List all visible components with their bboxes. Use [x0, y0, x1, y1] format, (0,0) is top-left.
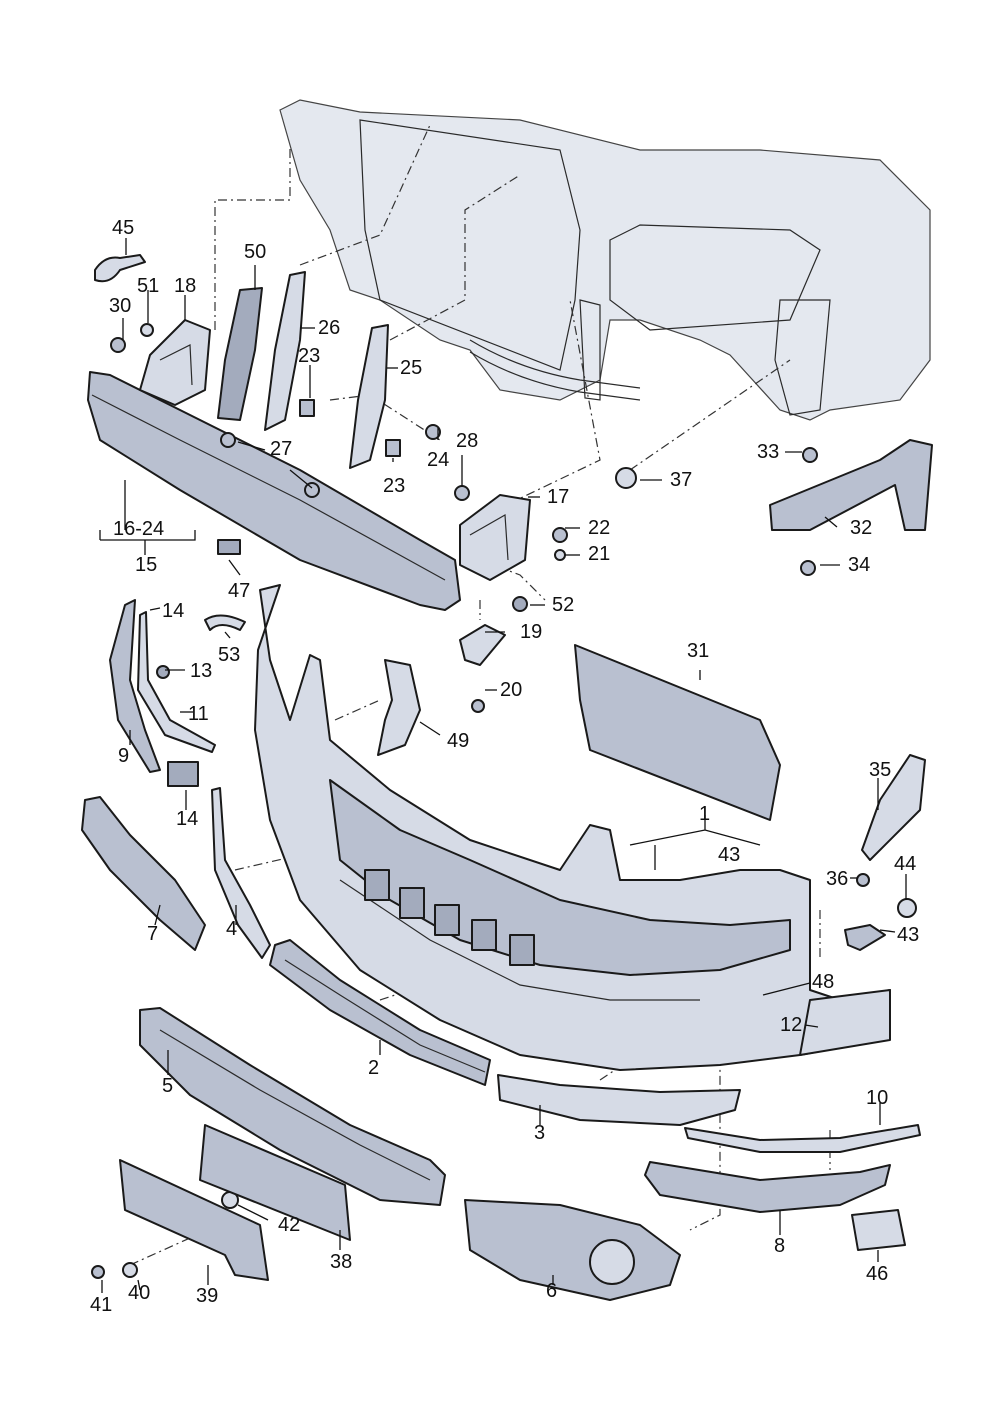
- label-7: 7: [147, 923, 158, 945]
- label-13: 13: [190, 660, 212, 682]
- bracket-32: [769, 439, 933, 531]
- trim-4: [211, 787, 271, 959]
- bracket-49: [377, 659, 421, 756]
- label-27: 27: [270, 438, 292, 460]
- label-41: 41: [90, 1294, 112, 1316]
- label-43-upper: 43: [718, 844, 740, 866]
- label-22: 22: [588, 517, 610, 539]
- part-labels: 45 50 51 18 30 26 23 25 27 28 24 23 17 1…: [90, 217, 919, 1316]
- label-46: 46: [866, 1263, 888, 1285]
- label-31: 31: [687, 640, 709, 662]
- label-17: 17: [547, 486, 569, 508]
- label-38: 38: [330, 1251, 352, 1273]
- label-8: 8: [774, 1235, 785, 1257]
- spoiler-3: [497, 1074, 741, 1126]
- label-3: 3: [534, 1122, 545, 1144]
- label-10: 10: [866, 1087, 888, 1109]
- bumper-vents: [364, 869, 535, 966]
- label-42: 42: [278, 1214, 300, 1236]
- label-30: 30: [109, 295, 131, 317]
- lower-grille-5: [139, 1007, 446, 1206]
- bumper-carrier-crossmember: [87, 371, 461, 611]
- label-23-lower: 23: [383, 475, 405, 497]
- bumper-cover-1: [254, 584, 891, 1071]
- license-plate-39: [119, 1159, 269, 1281]
- label-11: 11: [188, 703, 209, 725]
- label-14-lower: 14: [176, 808, 198, 830]
- grille-2: [269, 939, 491, 1086]
- label-39: 39: [196, 1285, 218, 1307]
- label-28: 28: [456, 430, 478, 452]
- label-32: 32: [850, 517, 872, 539]
- label-4: 4: [226, 918, 237, 940]
- label-49: 49: [447, 730, 469, 752]
- panel-38: [199, 1124, 351, 1241]
- trim-10: [684, 1124, 921, 1153]
- guide-25: [349, 324, 389, 469]
- label-12: 12: [780, 1014, 802, 1036]
- label-6: 6: [546, 1280, 557, 1302]
- bracket-35: [861, 754, 926, 861]
- label-19: 19: [520, 621, 542, 643]
- label-33: 33: [757, 441, 779, 463]
- trim-11: [137, 611, 216, 753]
- label-36: 36: [826, 868, 848, 890]
- leader-lines: [99, 238, 907, 1293]
- label-23-upper: 23: [298, 345, 320, 367]
- label-5: 5: [162, 1075, 173, 1097]
- license-carrier-31: [574, 644, 781, 821]
- label-1: 1: [699, 803, 710, 825]
- label-26: 26: [318, 317, 340, 339]
- label-15: 15: [135, 554, 157, 576]
- label-53: 53: [218, 644, 240, 666]
- label-35: 35: [869, 759, 891, 781]
- label-21: 21: [588, 543, 610, 565]
- label-40: 40: [128, 1282, 150, 1304]
- label-45: 45: [112, 217, 134, 239]
- fasteners: [91, 254, 917, 1279]
- label-34: 34: [848, 554, 870, 576]
- trim-9: [109, 599, 161, 773]
- reflector-46: [851, 1209, 906, 1251]
- label-51: 51: [137, 275, 159, 297]
- label-44: 44: [894, 853, 916, 875]
- label-50: 50: [244, 241, 266, 263]
- label-14-upper: 14: [162, 600, 184, 622]
- bracket-17: [459, 494, 531, 581]
- label-37: 37: [670, 469, 692, 491]
- bracket-18: [139, 319, 211, 406]
- bracket-19: [459, 624, 506, 666]
- vehicle-front-body: [279, 99, 931, 421]
- guide-26: [264, 271, 306, 431]
- label-20: 20: [500, 679, 522, 701]
- label-43-lower: 43: [897, 924, 919, 946]
- label-16-24: 16-24: [113, 518, 164, 540]
- label-18: 18: [174, 275, 196, 297]
- trim-8: [644, 1161, 891, 1213]
- grille-side-7: [81, 796, 206, 951]
- fog-grille-6: [464, 1199, 681, 1301]
- guide-50: [217, 287, 263, 421]
- label-52: 52: [552, 594, 574, 616]
- label-9: 9: [118, 745, 129, 767]
- label-24: 24: [427, 449, 449, 471]
- label-47: 47: [228, 580, 250, 602]
- label-48: 48: [812, 971, 834, 993]
- label-25: 25: [400, 357, 422, 379]
- label-2: 2: [368, 1057, 379, 1079]
